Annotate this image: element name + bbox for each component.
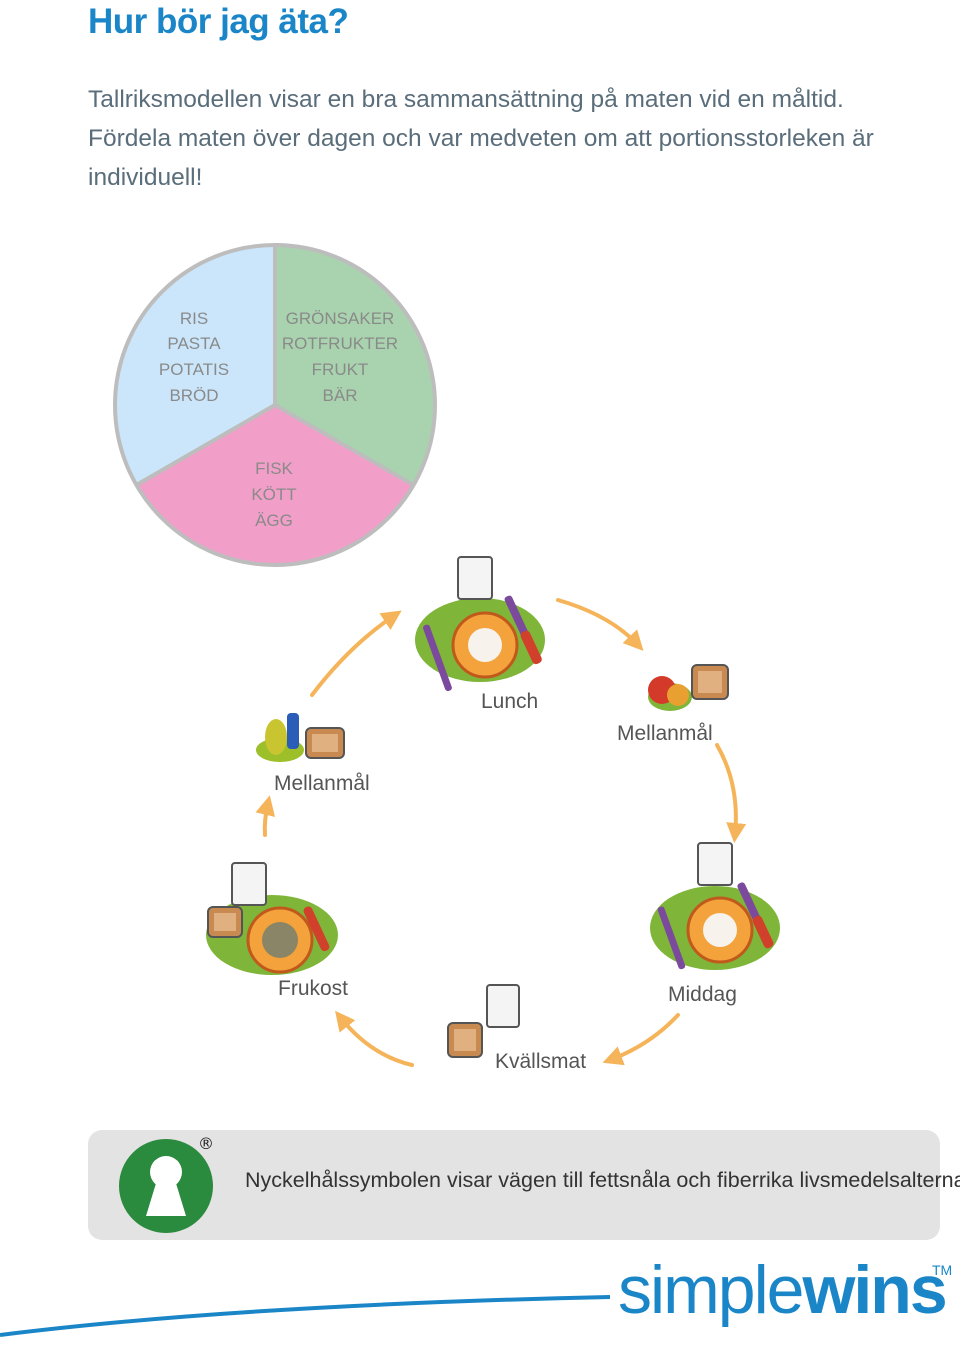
breakfast-plate-icon: [206, 862, 338, 975]
lunch-plate-icon: [415, 556, 545, 692]
arrow-dinner-to-evening: [602, 1013, 680, 1066]
plate-label-protein-1: FISK: [255, 459, 293, 478]
keyhole-info-box: [88, 1130, 940, 1240]
brand-wins: wins: [802, 1252, 948, 1328]
snack-left-icon: [256, 713, 345, 762]
arrow-lunch-to-snack: [556, 598, 644, 651]
label-lunch: Lunch: [481, 690, 538, 713]
label-evening: Kvällsmat: [495, 1050, 586, 1073]
plate-model: RIS PASTA POTATIS BRÖD GRÖNSAKER ROTFRUK…: [113, 243, 437, 567]
plate-label-veg-3: FRUKT: [312, 360, 369, 379]
plate-label-carbs-1: RIS: [180, 309, 208, 328]
arrow-evening-to-breakfast: [335, 1010, 414, 1067]
label-snack-right: Mellanmål: [617, 722, 713, 745]
label-snack-left: Mellanmål: [274, 772, 370, 795]
label-breakfast: Frukost: [278, 977, 348, 1000]
keyhole-info-text: Nyckelhålssymbolen visar vägen till fett…: [245, 1168, 960, 1192]
brand-logo: simplewins: [618, 1250, 948, 1330]
plate-segment-carbs: [114, 245, 275, 485]
evening-snack-icon: [447, 984, 520, 1058]
trademark-mark: TM: [932, 1262, 953, 1278]
plate-label-protein-2: KÖTT: [251, 485, 296, 504]
intro-line-1: Tallriksmodellen visar en bra sammansätt…: [88, 86, 844, 113]
intro-line-3: individuell!: [88, 164, 203, 191]
plate-label-carbs-2: PASTA: [167, 334, 221, 353]
keyhole-icon: [119, 1139, 213, 1233]
cycle-arrows: [255, 598, 747, 1067]
page-title: Hur bör jag äta?: [88, 2, 349, 41]
arrow-snack-to-lunch: [310, 610, 402, 697]
brand-simple: simple: [618, 1252, 804, 1328]
plate-label-veg-4: BÄR: [323, 386, 358, 405]
snack-right-icon: [648, 664, 729, 711]
plate-label-veg-2: ROTFRUKTER: [282, 334, 398, 353]
meal-cycle-diagram: Lunch Mellanmål Mellanmål Frukost: [206, 556, 780, 1073]
intro-text: Tallriksmodellen visar en bra sammansätt…: [88, 80, 888, 197]
plate-segment-vegetables: [275, 245, 436, 485]
label-dinner: Middag: [668, 983, 737, 1006]
brand-swoosh: [0, 1295, 611, 1337]
registered-mark: ®: [198, 1134, 214, 1153]
arrow-snack-to-dinner: [715, 743, 747, 843]
plate-label-carbs-3: POTATIS: [159, 360, 229, 379]
plate-label-veg-1: GRÖNSAKER: [286, 309, 395, 328]
intro-line-2: Fördela maten över dagen och var medvete…: [88, 125, 874, 152]
plate-label-carbs-4: BRÖD: [169, 386, 218, 405]
plate-label-protein-3: ÄGG: [255, 511, 293, 530]
dinner-plate-icon: [650, 842, 780, 970]
plate-dividers: [135, 245, 415, 487]
arrow-breakfast-to-snack: [255, 795, 275, 837]
